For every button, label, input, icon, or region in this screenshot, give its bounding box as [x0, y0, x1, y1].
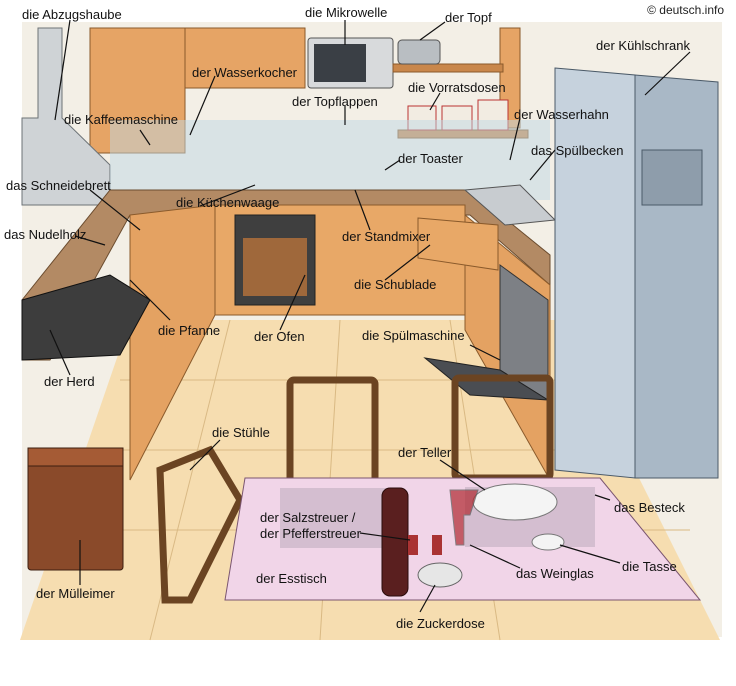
label-wasserhahn: der Wasserhahn — [514, 107, 609, 122]
label-topf: der Topf — [445, 10, 492, 25]
label-weinglas: das Weinglas — [516, 566, 594, 581]
microwave-window — [314, 44, 366, 82]
plate — [472, 483, 558, 521]
fridge-front — [554, 67, 636, 479]
label-stuehle: die Stühle — [212, 425, 270, 440]
pepper-shaker — [432, 535, 442, 555]
label-teller: der Teller — [398, 445, 452, 460]
chair-front-left — [156, 445, 244, 604]
label-schneidebrett: das Schneidebrett — [6, 178, 111, 193]
label-tasse: die Tasse — [622, 559, 677, 574]
label-esstisch: der Esstisch — [256, 571, 327, 586]
pointer-lines — [49, 19, 691, 613]
label-zuckerdose: die Zuckerdose — [396, 616, 485, 631]
salt-shaker — [408, 535, 418, 555]
lower-cabinets-left — [129, 204, 216, 481]
fridge-side — [634, 74, 719, 479]
label-pfefferstreuer: der Pfefferstreuer — [260, 526, 361, 541]
label-abzugshaube: die Abzugshaube — [22, 7, 122, 22]
label-mikrowelle: die Mikrowelle — [305, 5, 388, 20]
label-toaster: der Toaster — [398, 151, 463, 166]
wine-glass — [449, 489, 479, 546]
label-besteck: das Besteck — [614, 500, 685, 515]
upper-cabinet-middle — [184, 27, 306, 89]
sugar-bowl — [417, 562, 463, 588]
label-kuehlschrank: der Kühlschrank — [596, 38, 690, 53]
label-standmixer: der Standmixer — [342, 229, 431, 244]
label-salzstreuer: der Salzstreuer / — [260, 510, 356, 525]
label-vorratsdosen: die Vorratsdosen — [408, 80, 506, 95]
copyright-notice: © deutsch.info — [647, 3, 724, 17]
pot-on-shelf — [397, 39, 441, 65]
oven-window — [243, 238, 307, 296]
label-spuelbecken: das Spülbecken — [531, 143, 624, 158]
label-herd: der Herd — [44, 374, 95, 389]
cup — [531, 533, 565, 551]
shelf-top — [392, 63, 504, 73]
wine-bottle — [381, 487, 409, 597]
label-topflappen: der Topflappen — [292, 94, 378, 109]
backsplash — [110, 120, 550, 200]
label-wasserkocher: der Wasserkocher — [192, 65, 297, 80]
placemat-left — [280, 488, 400, 548]
label-schublade: die Schublade — [354, 277, 437, 292]
drawer — [417, 217, 499, 271]
label-nudelholz: das Nudelholz — [4, 227, 87, 242]
label-muelleimer: der Mülleimer — [36, 586, 115, 601]
label-spuelmaschine: die Spülmaschine — [362, 328, 465, 343]
trash-can-lid — [27, 447, 124, 467]
fridge-door-panel — [641, 149, 703, 206]
label-pfanne: die Pfanne — [158, 323, 221, 338]
label-kaffeemaschine: die Kaffeemaschine — [64, 112, 178, 127]
label-ofen: der Ofen — [254, 329, 305, 344]
label-kuechenwaage: die Küchenwaage — [176, 195, 280, 210]
